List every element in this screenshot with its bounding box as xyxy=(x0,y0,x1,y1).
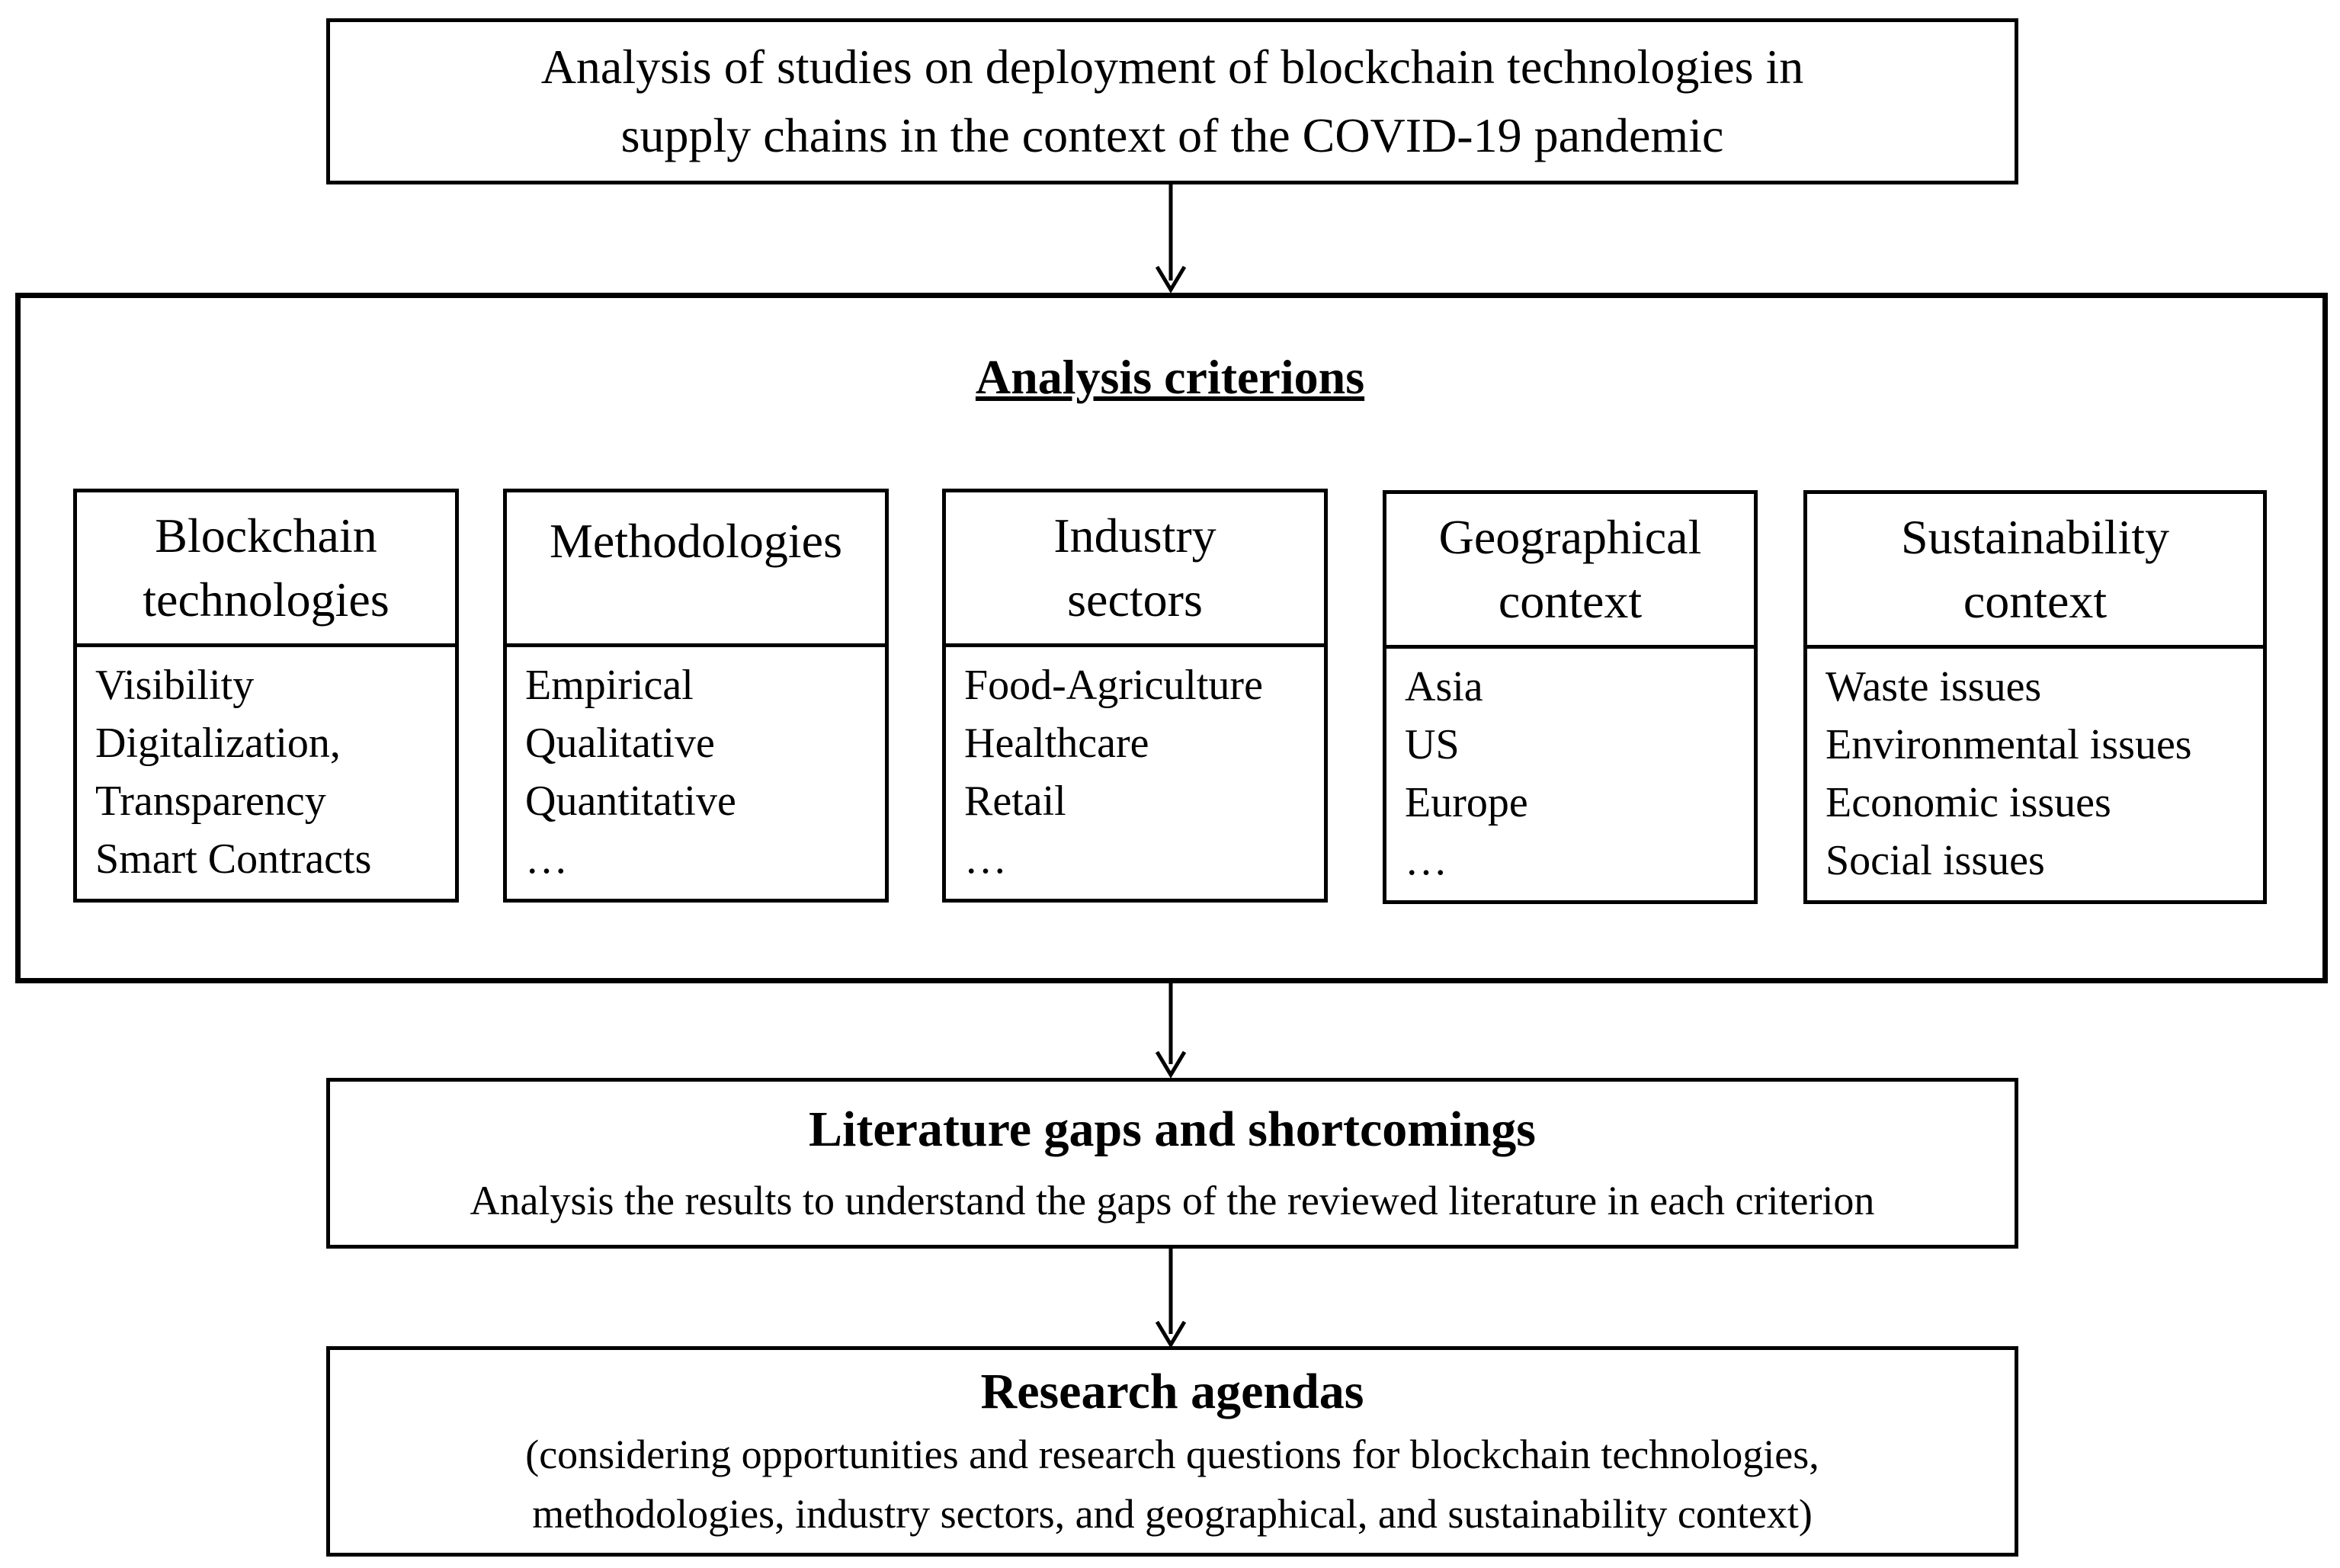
criterion-heading-line: Sustainability xyxy=(1901,510,2169,564)
arrow-head xyxy=(1155,265,1187,293)
criterion-item: … xyxy=(964,835,1007,883)
criterion-item: Transparency xyxy=(95,778,326,825)
criterion-item: Economic issues xyxy=(1826,779,2111,826)
criterion-items-methodologies: Empirical Qualitative Quantitative … xyxy=(503,643,889,903)
research-agendas-line-2: methodologies, industry sectors, and geo… xyxy=(532,1491,1813,1537)
criterion-heading-line: Industry xyxy=(1053,508,1216,563)
criterion-item: Empirical xyxy=(525,662,694,709)
criterion-heading-line: Geographical xyxy=(1438,510,1702,564)
criterion-items-geographical-context: Asia US Europe … xyxy=(1383,645,1758,904)
arrow-head xyxy=(1155,1320,1187,1348)
criterion-heading-line: technologies xyxy=(143,572,389,627)
criterion-heading-line: sectors xyxy=(1067,572,1203,627)
study-scope-line-2: supply chains in the context of the COVI… xyxy=(620,108,1724,162)
research-agendas-line-1: (considering opportunities and research … xyxy=(525,1432,1819,1477)
criterion-item: … xyxy=(1405,837,1447,884)
criterion-item: Retail xyxy=(964,778,1066,825)
criterion-item: … xyxy=(525,835,568,883)
criterion-heading-line: Methodologies xyxy=(550,514,842,568)
criterion-item: Qualitative xyxy=(525,720,715,767)
research-agendas-box: Research agendas (considering opportunit… xyxy=(326,1346,2018,1557)
criterion-item: Digitalization, xyxy=(95,720,341,767)
criterion-heading-industry-sectors: Industry sectors xyxy=(942,489,1328,647)
criterion-item: Healthcare xyxy=(964,720,1149,767)
literature-gaps-description: Analysis the results to understand the g… xyxy=(470,1178,1875,1223)
criterion-heading-line: Blockchain xyxy=(155,508,377,563)
criterion-items-sustainability-context: Waste issues Environmental issues Econom… xyxy=(1803,645,2267,904)
criterion-item: Social issues xyxy=(1826,837,2045,884)
study-scope-line-1: Analysis of studies on deployment of blo… xyxy=(540,40,1804,94)
criterion-item: Europe xyxy=(1405,779,1528,826)
criterion-heading-line: context xyxy=(1498,574,1643,628)
criterion-item: Environmental issues xyxy=(1826,721,2192,768)
literature-gaps-box: Literature gaps and shortcomings Analysi… xyxy=(326,1078,2018,1249)
criterion-heading-blockchain-technologies: Blockchain technologies xyxy=(73,489,459,647)
criterion-item: Asia xyxy=(1405,663,1483,710)
criterion-heading-line: context xyxy=(1963,574,2108,628)
literature-gaps-title: Literature gaps and shortcomings xyxy=(809,1101,1536,1157)
research-agendas-title: Research agendas xyxy=(980,1364,1364,1419)
analysis-criteria-title: Analysis criterions xyxy=(975,350,1365,404)
criterion-item: Quantitative xyxy=(525,778,736,825)
criterion-item: Visibility xyxy=(95,662,255,709)
criterion-item: Waste issues xyxy=(1826,663,2042,710)
study-scope-box: Analysis of studies on deployment of blo… xyxy=(326,18,2018,184)
criterion-item: Food-Agriculture xyxy=(964,662,1263,709)
criterion-heading-sustainability-context: Sustainability context xyxy=(1803,490,2267,649)
criterion-items-industry-sectors: Food-Agriculture Healthcare Retail … xyxy=(942,643,1328,903)
criterion-item: Smart Contracts xyxy=(95,835,372,883)
criterion-item: US xyxy=(1405,721,1460,768)
criterion-heading-geographical-context: Geographical context xyxy=(1383,490,1758,649)
criterion-items-blockchain-technologies: Visibility Digitalization, Transparency … xyxy=(73,643,459,903)
arrow-head xyxy=(1155,1050,1187,1079)
criterion-heading-methodologies: Methodologies xyxy=(503,489,889,647)
